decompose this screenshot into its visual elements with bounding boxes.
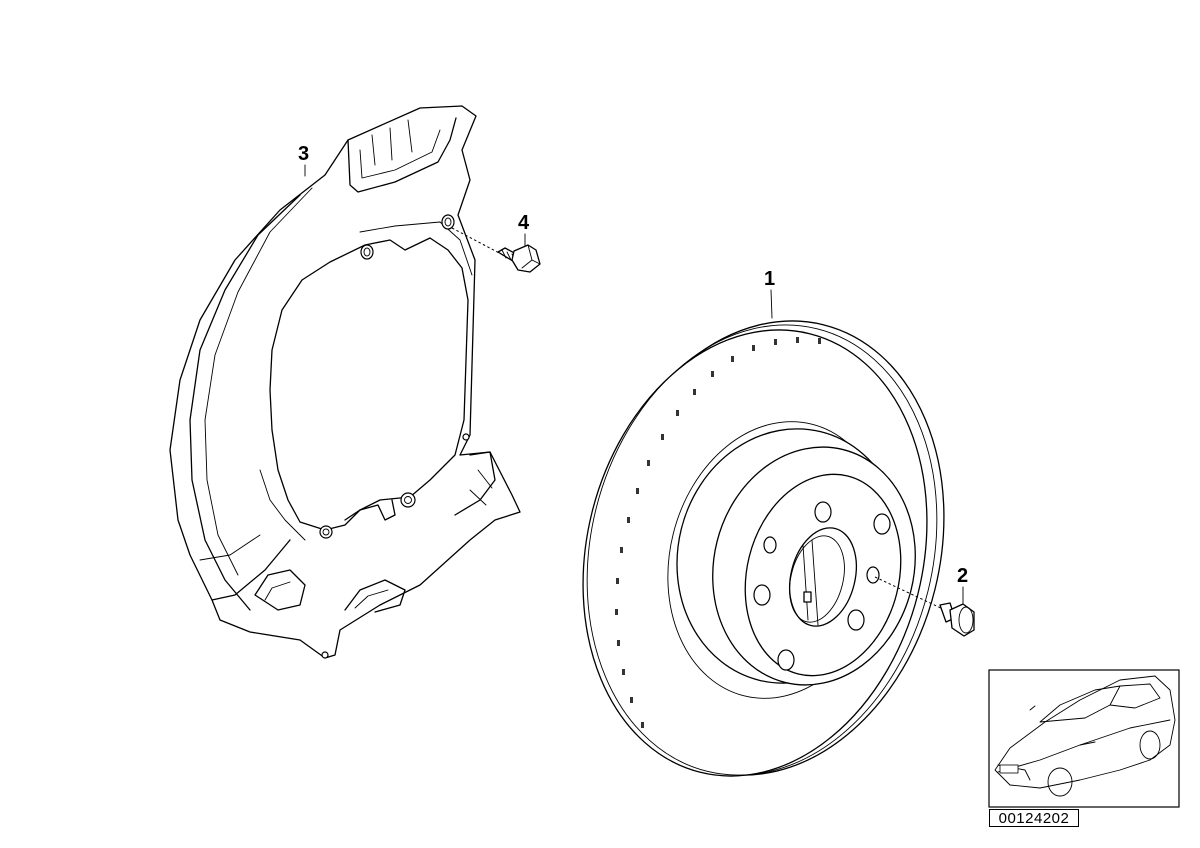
callout-1: 1 [764,268,775,290]
part-code-label: 00124202 [989,809,1079,827]
part-code-text: 00124202 [998,810,1070,827]
callout-4: 4 [518,212,530,234]
brake-disc [582,320,945,777]
shield-bolt [451,227,541,273]
callout-2: 2 [957,565,968,587]
disc-set-screw [874,576,975,637]
leader-1 [770,289,773,319]
callout-3: 3 [298,143,309,165]
protection-shield [169,105,521,659]
car-thumbnail-icon [988,669,1180,808]
